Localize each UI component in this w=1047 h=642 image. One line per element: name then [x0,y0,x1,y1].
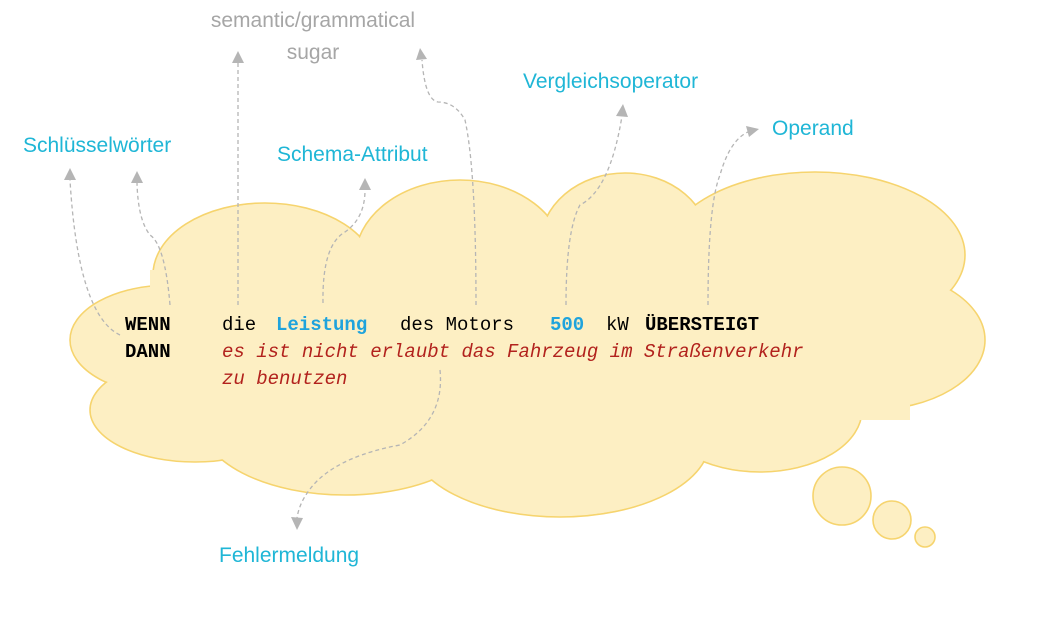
rule-text: WENN die Leistung des Motors 500 kW ÜBER… [125,314,804,390]
thought-bubble-small [914,526,936,548]
arrowhead-icon [746,126,759,137]
label-sugar-line1: semantic/grammatical [211,9,415,32]
rule-text-des-motors: des Motors [400,314,514,336]
schema-attribute-value: Leistung [276,314,367,336]
unit-text: kW [606,314,629,336]
label-keywords: Schlüsselwörter [23,134,171,157]
rule-text-die: die [222,314,256,336]
label-error-message: Fehlermeldung [219,544,359,567]
connector-error-message [296,369,442,519]
thought-bubble-large [812,466,872,526]
operand-value: 500 [550,314,584,336]
connector-comparison-operator [565,115,623,306]
arrowhead-icon [291,517,303,530]
label-schema-attribute: Schema-Attribut [277,143,428,166]
keyword-then: DANN [125,341,171,363]
arrowhead-icon [232,51,244,63]
connector-operand [707,131,749,306]
comparison-operator-value: ÜBERSTEIGT [645,314,759,336]
thought-cloud [69,171,986,548]
arrowhead-icon [416,48,427,60]
thought-bubble-medium [872,500,912,540]
label-operand: Operand [772,117,854,140]
error-message-line1: es ist nicht erlaubt das Fahrzeug im Str… [222,341,804,363]
connectors [64,48,759,530]
label-sugar-line2: sugar [287,41,340,64]
connector-sugar-2 [421,59,477,306]
error-message-line2: zu benutzen [222,368,347,390]
label-comparison-operator: Vergleichsoperator [523,70,698,93]
connector-schema-attribute [322,189,366,304]
connector-keywords-2 [136,182,171,306]
cloud-fill-cover [71,173,984,516]
keyword-if: WENN [125,314,171,336]
arrowhead-icon [131,171,143,183]
arrowhead-icon [64,168,76,180]
arrowhead-icon [616,104,628,117]
arrowhead-icon [359,178,371,190]
